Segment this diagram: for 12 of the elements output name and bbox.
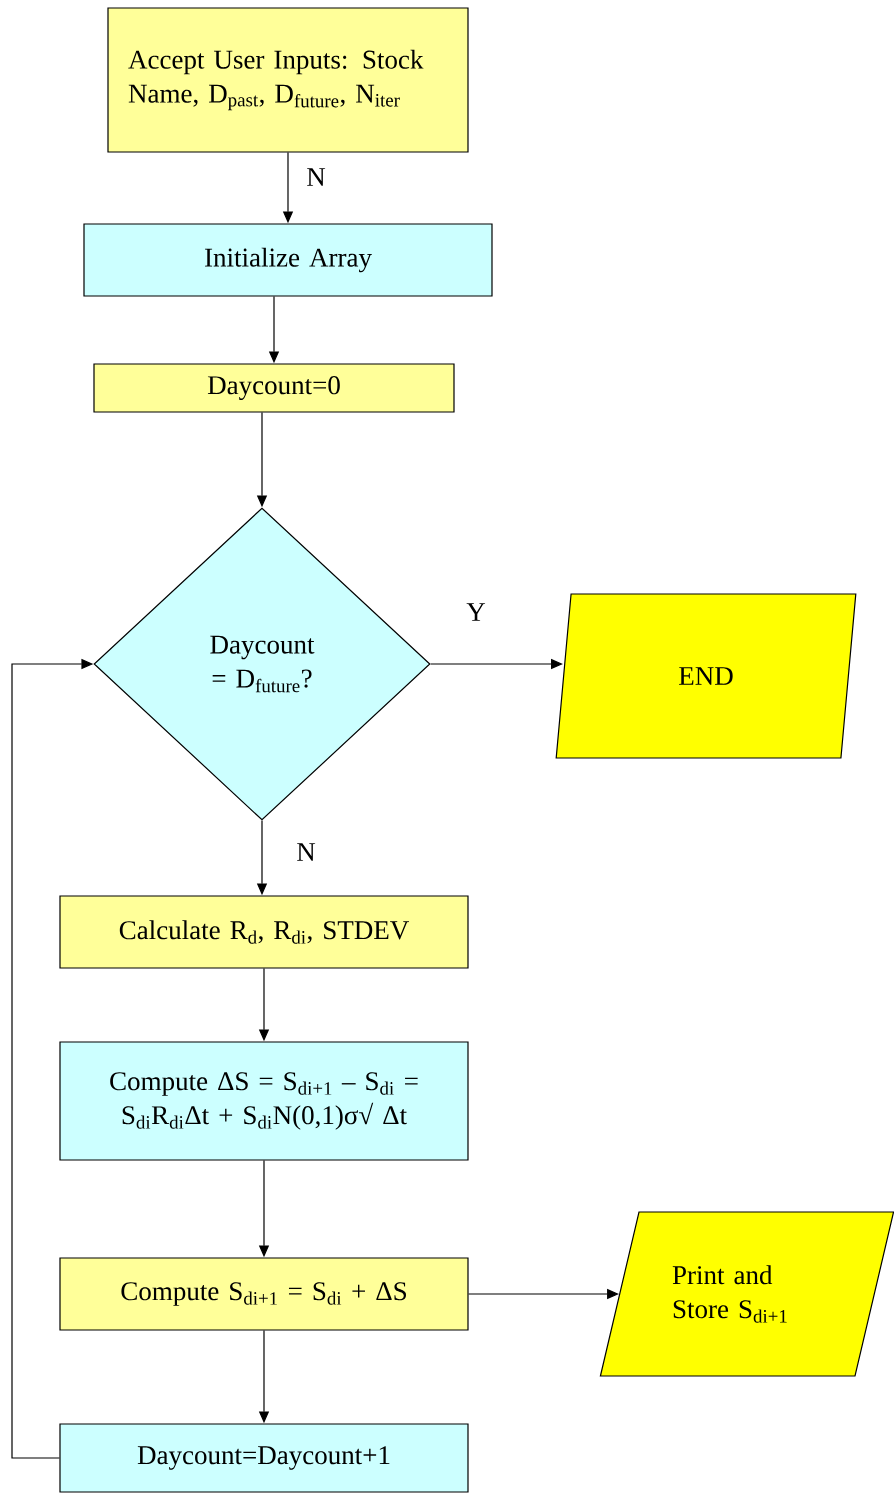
edge-label: N: [304, 166, 328, 188]
process-box: Calculate R$_{d}$, R$_{di}$, STDEV: [59, 895, 469, 969]
process-box: Compute S$_{di+1}$ = S$_{di}$ + ΔS: [59, 1257, 469, 1331]
io-parallelogram: Print and Store S$_{di+1}$: [599, 1211, 894, 1377]
process-box: Compute ΔS = S$_{di+1}$ – S$_{di}$ = S$_{di}$R$_{di}$Δt + S$_{di}$N(0,1)σ√ Δt: [59, 1041, 469, 1161]
io-parallelogram: END: [555, 593, 857, 759]
process-box: Accept User Inputs: Stock Name, D$_{past}$, D$_{future}$, N$_{iter}$: [107, 7, 469, 153]
process-box: Initialize Array: [83, 223, 493, 297]
edge-label: Y: [464, 601, 488, 623]
process-box: Daycount=0: [93, 363, 455, 413]
edge-label: N: [294, 841, 318, 863]
process-box: Daycount=Daycount+1: [59, 1423, 469, 1493]
